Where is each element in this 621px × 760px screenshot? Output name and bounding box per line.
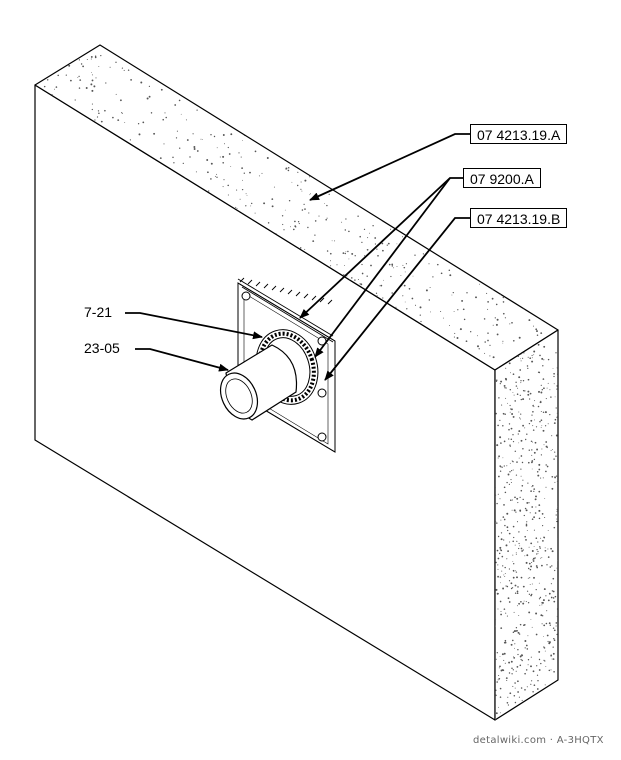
footer-code: A-3HQTX [556, 735, 604, 746]
sealant-bead [237, 277, 334, 343]
leader-lines [125, 133, 470, 381]
leader-gasket [125, 312, 263, 340]
leader-pipe [135, 348, 229, 372]
leader-panel-edge [324, 217, 470, 381]
screw-top-left [241, 291, 251, 301]
callout-insulation: 07 4213.19.A [470, 124, 568, 144]
label-gasket: 7-21 [84, 304, 113, 320]
footer-credit: detalwiki.com · A-3HQTX [473, 735, 604, 746]
callout-panel-edge-text: 07 4213.19.B [477, 211, 561, 227]
plate-upper-edge [237, 282, 336, 342]
footer-site: detalwiki.com [473, 735, 547, 746]
callout-insulation-text: 07 4213.19.A [477, 127, 561, 143]
callout-sealant: 07 9200.A [463, 168, 541, 188]
leader-insulation [309, 133, 470, 201]
callout-panel-edge: 07 4213.19.B [470, 208, 568, 228]
insulation-texture-side [495, 330, 558, 720]
leader-sealant-2 [314, 177, 451, 358]
footer-separator: · [549, 735, 554, 746]
plate-screws [241, 291, 327, 442]
label-pipe: 23-05 [84, 340, 120, 356]
plate-inner [243, 292, 329, 445]
callout-sealant-text: 07 9200.A [470, 171, 534, 187]
pipe [219, 344, 298, 421]
screw-bottom-right [317, 432, 327, 442]
